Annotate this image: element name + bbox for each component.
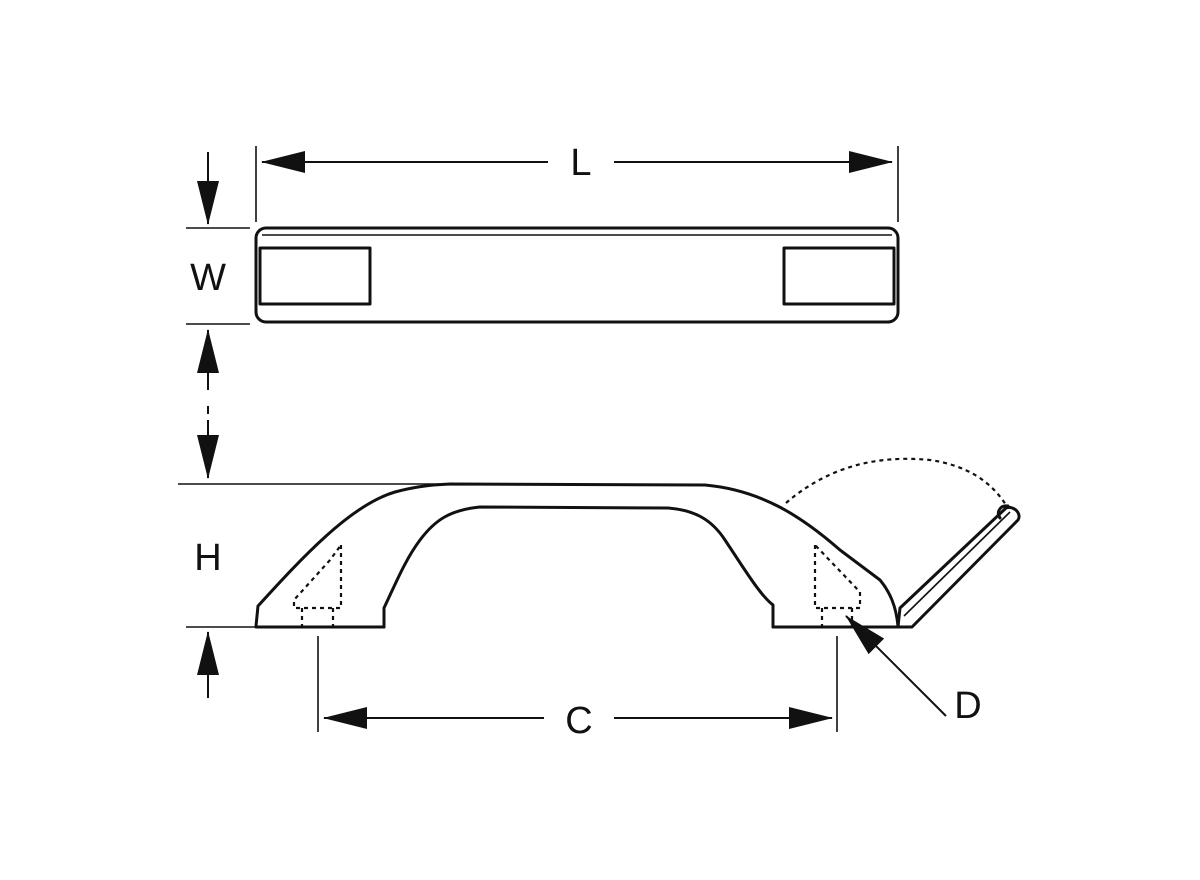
- length-dimension: L: [255, 142, 899, 222]
- pivot-arm: [896, 505, 1021, 629]
- pivot-arm-tip: [996, 504, 1010, 520]
- height-label: H: [194, 537, 221, 579]
- left-mounting-insert-hidden: [292, 541, 343, 610]
- top-view: [254, 226, 900, 324]
- mounting-detail-label: D: [954, 685, 981, 727]
- length-label: L: [570, 142, 591, 184]
- top-view-right-slot: [782, 246, 896, 306]
- mounting-detail-callout: D: [845, 615, 982, 727]
- top-view-left-slot: [258, 246, 372, 306]
- side-view-outer-profile: [254, 482, 900, 628]
- top-view-outline: [254, 226, 900, 324]
- height-dimension: H: [194, 537, 222, 698]
- center-distance-label: C: [565, 700, 592, 742]
- width-label: W: [190, 257, 226, 299]
- center-distance-dimension: C: [317, 636, 838, 742]
- pivot-swing-arc: [785, 457, 1007, 506]
- mounting-detail-leader: [845, 615, 947, 717]
- left-mounting-screw-hidden: [300, 608, 335, 627]
- pivot-arm-inner-edge: [903, 511, 1011, 617]
- width-dimension: W: [186, 152, 250, 325]
- side-view-inner-arch: [382, 505, 775, 629]
- right-mounting-insert-hidden: [813, 542, 862, 610]
